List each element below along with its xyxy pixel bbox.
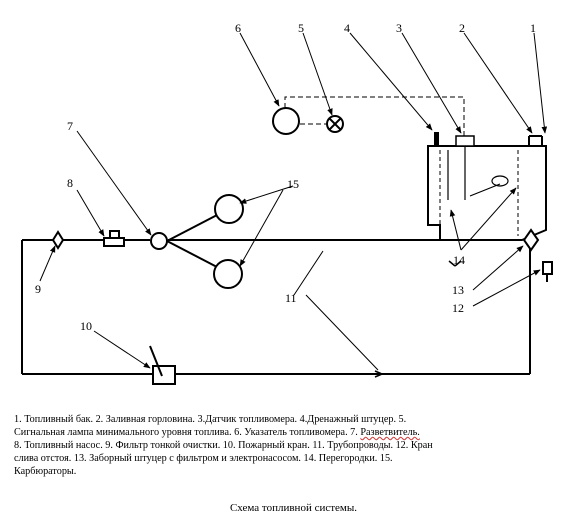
callout-9: 9 bbox=[35, 282, 41, 296]
callout-3: 3 bbox=[396, 21, 402, 35]
legend-line-5: Карбюраторы. bbox=[14, 466, 77, 477]
callout-14: 14 bbox=[453, 253, 465, 267]
carburetors bbox=[166, 194, 244, 289]
fuel-gauge-sensor-float bbox=[447, 146, 509, 200]
fuel-system-diagram: 1 2 3 4 5 6 7 8 9 10 11 12 13 14 15 bbox=[21, 21, 553, 385]
fuel-pump bbox=[103, 230, 125, 247]
legend-line-4: слива отстоя. 13. Заборный штуцер с филь… bbox=[14, 453, 393, 464]
legend-line-2-text: Сигнальная лампа минимального уровня топ… bbox=[14, 427, 358, 438]
drain-fitting bbox=[434, 132, 439, 146]
callout-6: 6 bbox=[235, 21, 241, 35]
callout-1: 1 bbox=[530, 21, 536, 35]
callout-12: 12 bbox=[452, 301, 464, 315]
diagram-caption: Схема топливной системы. bbox=[229, 502, 358, 514]
legend: 1. Топливный бак. 2. Заливная горловина.… bbox=[14, 413, 576, 478]
callout-8: 8 bbox=[67, 176, 73, 190]
callout-11: 11 bbox=[285, 291, 297, 305]
callout-5: 5 bbox=[298, 21, 304, 35]
fine-filter bbox=[51, 230, 65, 250]
legend-line-3: 8. Топливный насос. 9. Фильтр тонкой очи… bbox=[14, 440, 433, 451]
fuel-gauge-sensor bbox=[455, 135, 475, 147]
sediment-drain-valve bbox=[542, 261, 553, 282]
callout-10: 10 bbox=[80, 319, 92, 333]
splitter bbox=[150, 232, 168, 250]
tank-baffles bbox=[439, 150, 519, 236]
low-fuel-lamp bbox=[326, 115, 344, 133]
intake-fitting bbox=[522, 228, 540, 252]
callout-labels: 1 2 3 4 5 6 7 8 9 10 11 12 13 14 15 bbox=[35, 21, 536, 333]
legend-line-2: Сигнальная лампа минимального уровня топ… bbox=[14, 426, 576, 439]
callout-7: 7 bbox=[67, 119, 73, 133]
sensor-wiring bbox=[284, 96, 465, 136]
fuel-tank bbox=[427, 135, 547, 241]
callout-4: 4 bbox=[344, 21, 350, 35]
legend-line-2-tail: Разветвитель. bbox=[360, 427, 420, 438]
fire-valve bbox=[149, 345, 176, 385]
flow-arrows bbox=[374, 260, 462, 378]
callout-13: 13 bbox=[452, 283, 464, 297]
callout-15: 15 bbox=[287, 177, 299, 191]
fuel-gauge-indicator bbox=[272, 107, 300, 135]
legend-line-1: 1. Топливный бак. 2. Заливная горловина.… bbox=[14, 414, 407, 425]
leader-lines bbox=[39, 32, 548, 371]
fuel-pipeline bbox=[21, 239, 531, 375]
callout-2: 2 bbox=[459, 21, 465, 35]
